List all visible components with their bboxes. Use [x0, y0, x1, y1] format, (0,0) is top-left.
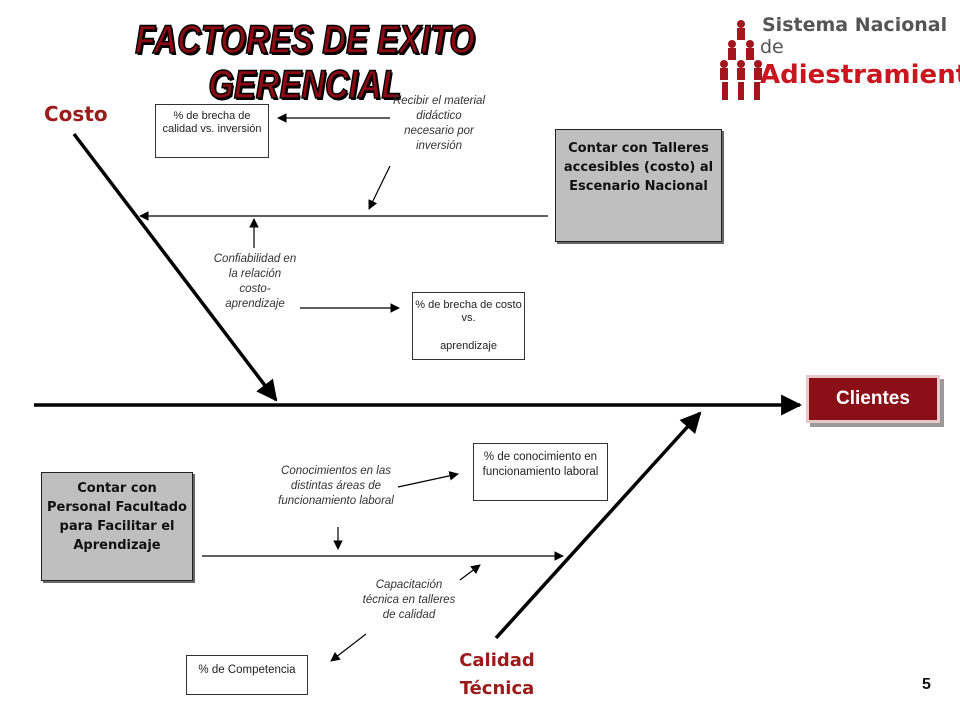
conocimiento-box: % de conocimiento en funcionamiento labo… — [473, 443, 608, 501]
logo-line2-main: Adiestramiento — [760, 60, 960, 90]
brecha-costo-line1: % de brecha de costo vs. — [415, 299, 522, 324]
recibir-down-arrow — [368, 165, 391, 210]
logo-line1: Sistema Nacional — [762, 14, 948, 36]
calidad-tecnica-label: Calidad Técnica — [452, 647, 542, 703]
capacitacion-up-arrow — [459, 564, 481, 581]
capacitacion-down-arrow — [330, 633, 367, 662]
competencia-box: % de Competencia — [186, 655, 308, 695]
capacitacion-note: Capacitación técnica en talleres de cali… — [362, 579, 456, 621]
confiabilidad-note: Confiabilidad en la relación costo-apren… — [213, 253, 297, 310]
recibir-note: Recibir el material didáctico necesario … — [392, 95, 486, 152]
brecha-costo-box: % de brecha de costo vs. aprendizaje — [412, 292, 525, 360]
logo-line2-prefix: de — [760, 36, 784, 58]
personal-cause-box: Contar con Personal Facultado para Facil… — [41, 472, 193, 581]
talleres-cause-box: Contar con Talleres accesibles (costo) a… — [555, 129, 722, 242]
clientes-effect-box: Clientes — [806, 375, 940, 423]
people-pyramid-logo-icon — [720, 20, 762, 100]
conocimientos-right-arrow — [397, 471, 459, 488]
brecha-costo-line2: aprendizaje — [440, 340, 497, 352]
costo-label: Costo — [44, 102, 108, 126]
logo-line2: de Adiestramiento — [760, 30, 960, 90]
calidad-label: Calidad — [459, 650, 535, 671]
brecha-calidad-box: % de brecha de calidad vs. inversión — [155, 104, 269, 158]
page-title: FACTORES DE EXITO GERENCIAL — [135, 17, 476, 108]
conocimientos-note: Conocimientos en las distintas áreas de … — [278, 465, 394, 507]
costo-diagonal-line — [72, 132, 278, 402]
calidad-diagonal-line — [494, 411, 702, 640]
page-number: 5 — [922, 676, 931, 693]
tecnica-label: Técnica — [459, 678, 535, 699]
